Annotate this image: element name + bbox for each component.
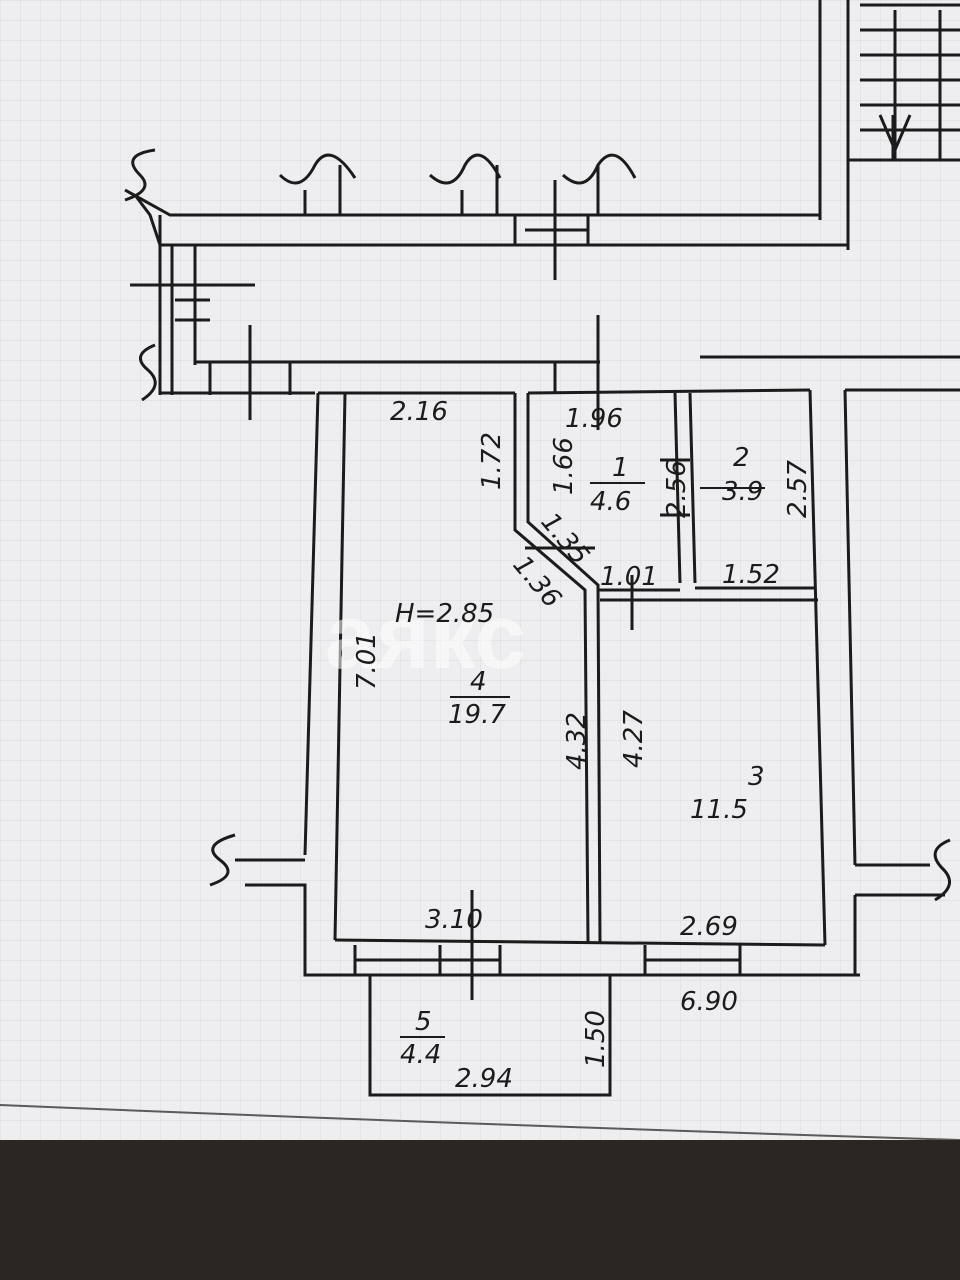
room-5-number: 5	[415, 1007, 432, 1037]
dim-balcony-width: 2.94	[455, 1064, 513, 1094]
room-3-area: 11.5	[690, 795, 748, 825]
graph-grid	[0, 0, 960, 1140]
room-2-number: 2	[733, 443, 750, 473]
paper-sheet: аякс 1 4.6 2 3.9 3 11.5 H=2.85 4 19.7 5 …	[0, 0, 960, 1140]
dim-room2-right: 2.57	[783, 460, 813, 518]
dim-room4-right-lower: 4.32	[562, 712, 592, 770]
dark-background-floor	[0, 1140, 960, 1280]
paper-edge	[0, 1104, 960, 1140]
room-5-area: 4.4	[400, 1040, 441, 1070]
dim-room1-top: 1.96	[565, 404, 623, 434]
dim-room1-left: 1.66	[549, 437, 579, 495]
watermark: аякс	[325, 586, 526, 688]
room-2-area: 3.9	[722, 477, 763, 507]
room-1-number: 1	[612, 453, 629, 483]
dim-balcony-side: 1.50	[581, 1010, 611, 1068]
door-swings	[278, 153, 637, 215]
stairwell	[846, 0, 960, 162]
floor-plan: аякс 1 4.6 2 3.9 3 11.5 H=2.85 4 19.7 5 …	[0, 0, 960, 1140]
dim-room2-bottom: 1.52	[722, 560, 780, 590]
ceiling-height: H=2.85	[395, 599, 494, 629]
dim-room4-bottom: 3.10	[425, 905, 483, 935]
apartment-walls	[235, 388, 960, 1000]
dim-room3-bottom: 2.69	[680, 912, 738, 942]
room-4-area: 19.7	[448, 700, 506, 730]
dim-room3-left: 4.27	[619, 710, 649, 768]
balcony	[368, 975, 612, 1097]
interior-walls	[513, 392, 818, 943]
room-4-number: 4	[470, 667, 487, 697]
dim-overall-width: 6.90	[680, 987, 738, 1017]
dim-room4-diag-upper: 1.72	[477, 432, 507, 490]
dim-room1-bottom: 1.01	[600, 562, 658, 592]
corridor-walls	[124, 0, 960, 430]
room-3-number: 3	[748, 762, 765, 792]
dim-room1-right: 2.56	[662, 460, 692, 518]
room-1-area: 4.6	[590, 487, 631, 517]
dim-room4-left: 7.01	[352, 632, 382, 690]
break-lines	[124, 148, 951, 902]
dim-room4-top: 2.16	[390, 397, 448, 427]
